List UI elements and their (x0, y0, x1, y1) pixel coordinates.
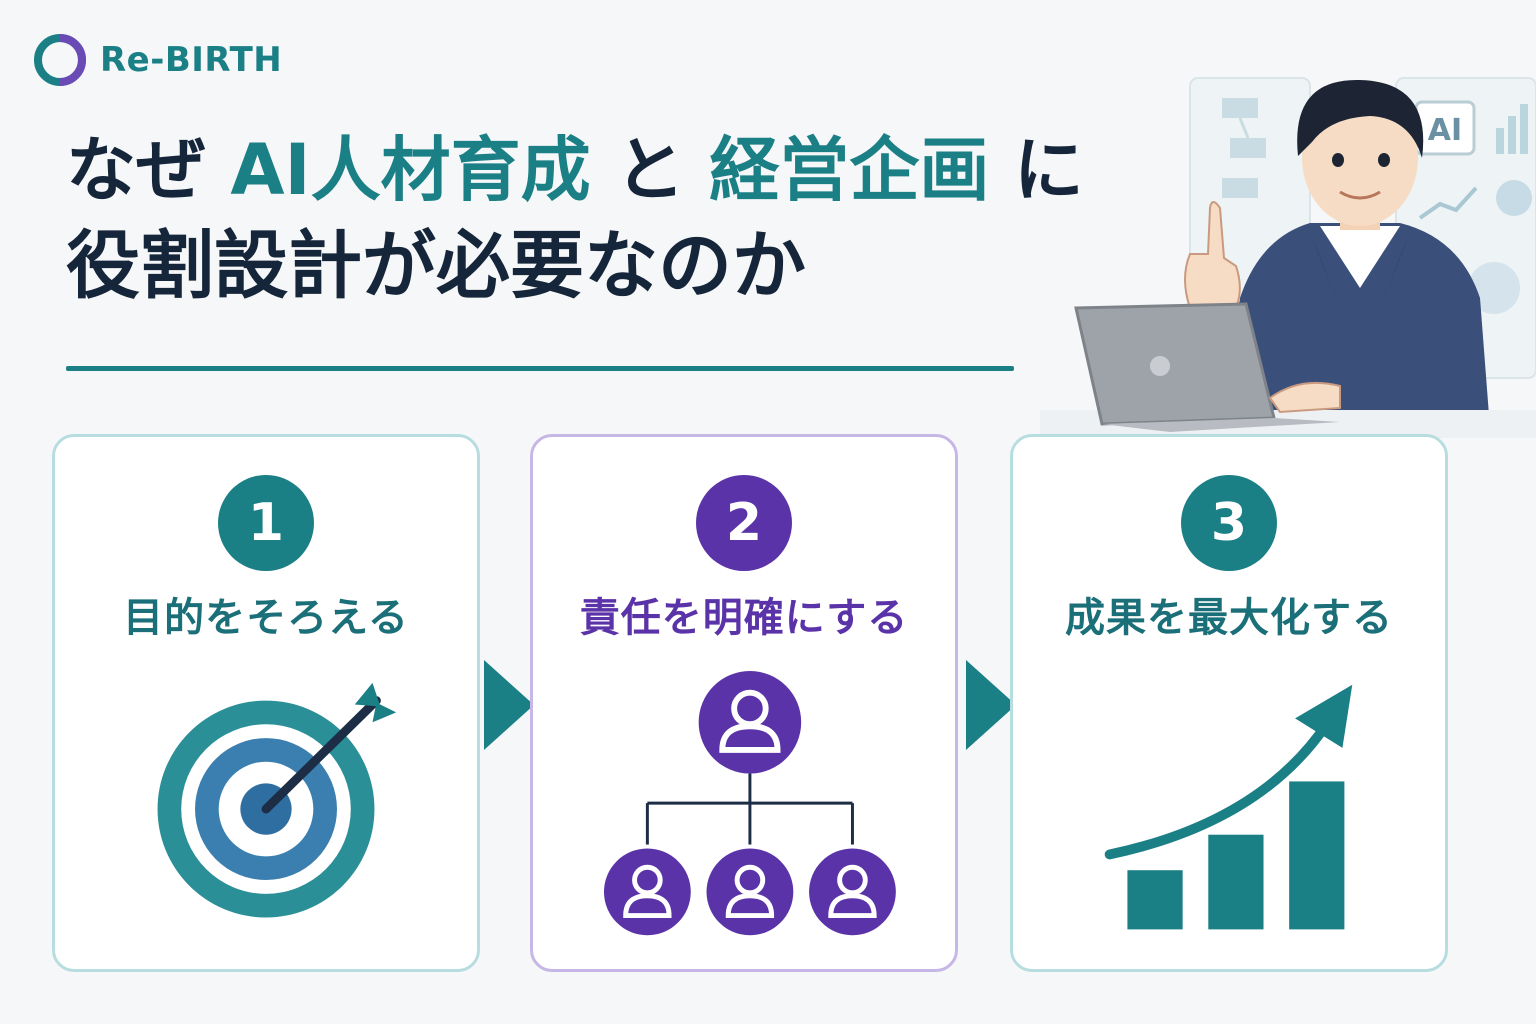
title-text: と (614, 129, 685, 211)
screen-ai-badge: AI (1428, 113, 1462, 148)
brand-name: Re-BIRTH (100, 40, 283, 80)
step-label: 成果を最大化する (1065, 595, 1393, 641)
brand-logo: Re-BIRTH (34, 34, 282, 86)
person-icon (698, 671, 802, 774)
step-card-1: 1 目的をそろえる (52, 434, 480, 972)
org-chart-icon (603, 671, 896, 936)
step-label: 目的をそろえる (123, 595, 409, 641)
chevron-right-icon (484, 660, 534, 750)
step-number-badge: 1 (218, 475, 314, 571)
step-number-badge: 2 (696, 475, 792, 571)
rebirth-logo-icon (34, 34, 86, 86)
title-highlight-planning: 経営企画 (709, 129, 990, 211)
target-icon (157, 682, 397, 918)
presenter-illustration: AI (1040, 77, 1536, 438)
title-text: なぜ (66, 129, 206, 211)
title-line-1: なぜ AI人材育成 と 経営企画 に (66, 128, 1196, 213)
chevron-right-icon (966, 660, 1016, 750)
step-card-2: 2 責任を明確にする (530, 434, 958, 972)
step-card-3: 3 成果を最大化する (1010, 434, 1448, 972)
title-underline (66, 366, 1014, 371)
page-title: なぜ AI人材育成 と 経営企画 に 役割設計が必要なのか (66, 128, 1196, 312)
person-icon (706, 848, 794, 936)
title-highlight-ai: AI人材育成 (230, 129, 591, 211)
title-text: に (1013, 129, 1084, 211)
step-number-badge: 3 (1181, 475, 1277, 571)
person-icon (809, 848, 896, 936)
step-label: 責任を明確にする (579, 595, 909, 641)
title-line-2: 役割設計が必要なのか (66, 223, 806, 310)
growth-chart-icon (1104, 684, 1353, 930)
person-icon (603, 848, 691, 936)
